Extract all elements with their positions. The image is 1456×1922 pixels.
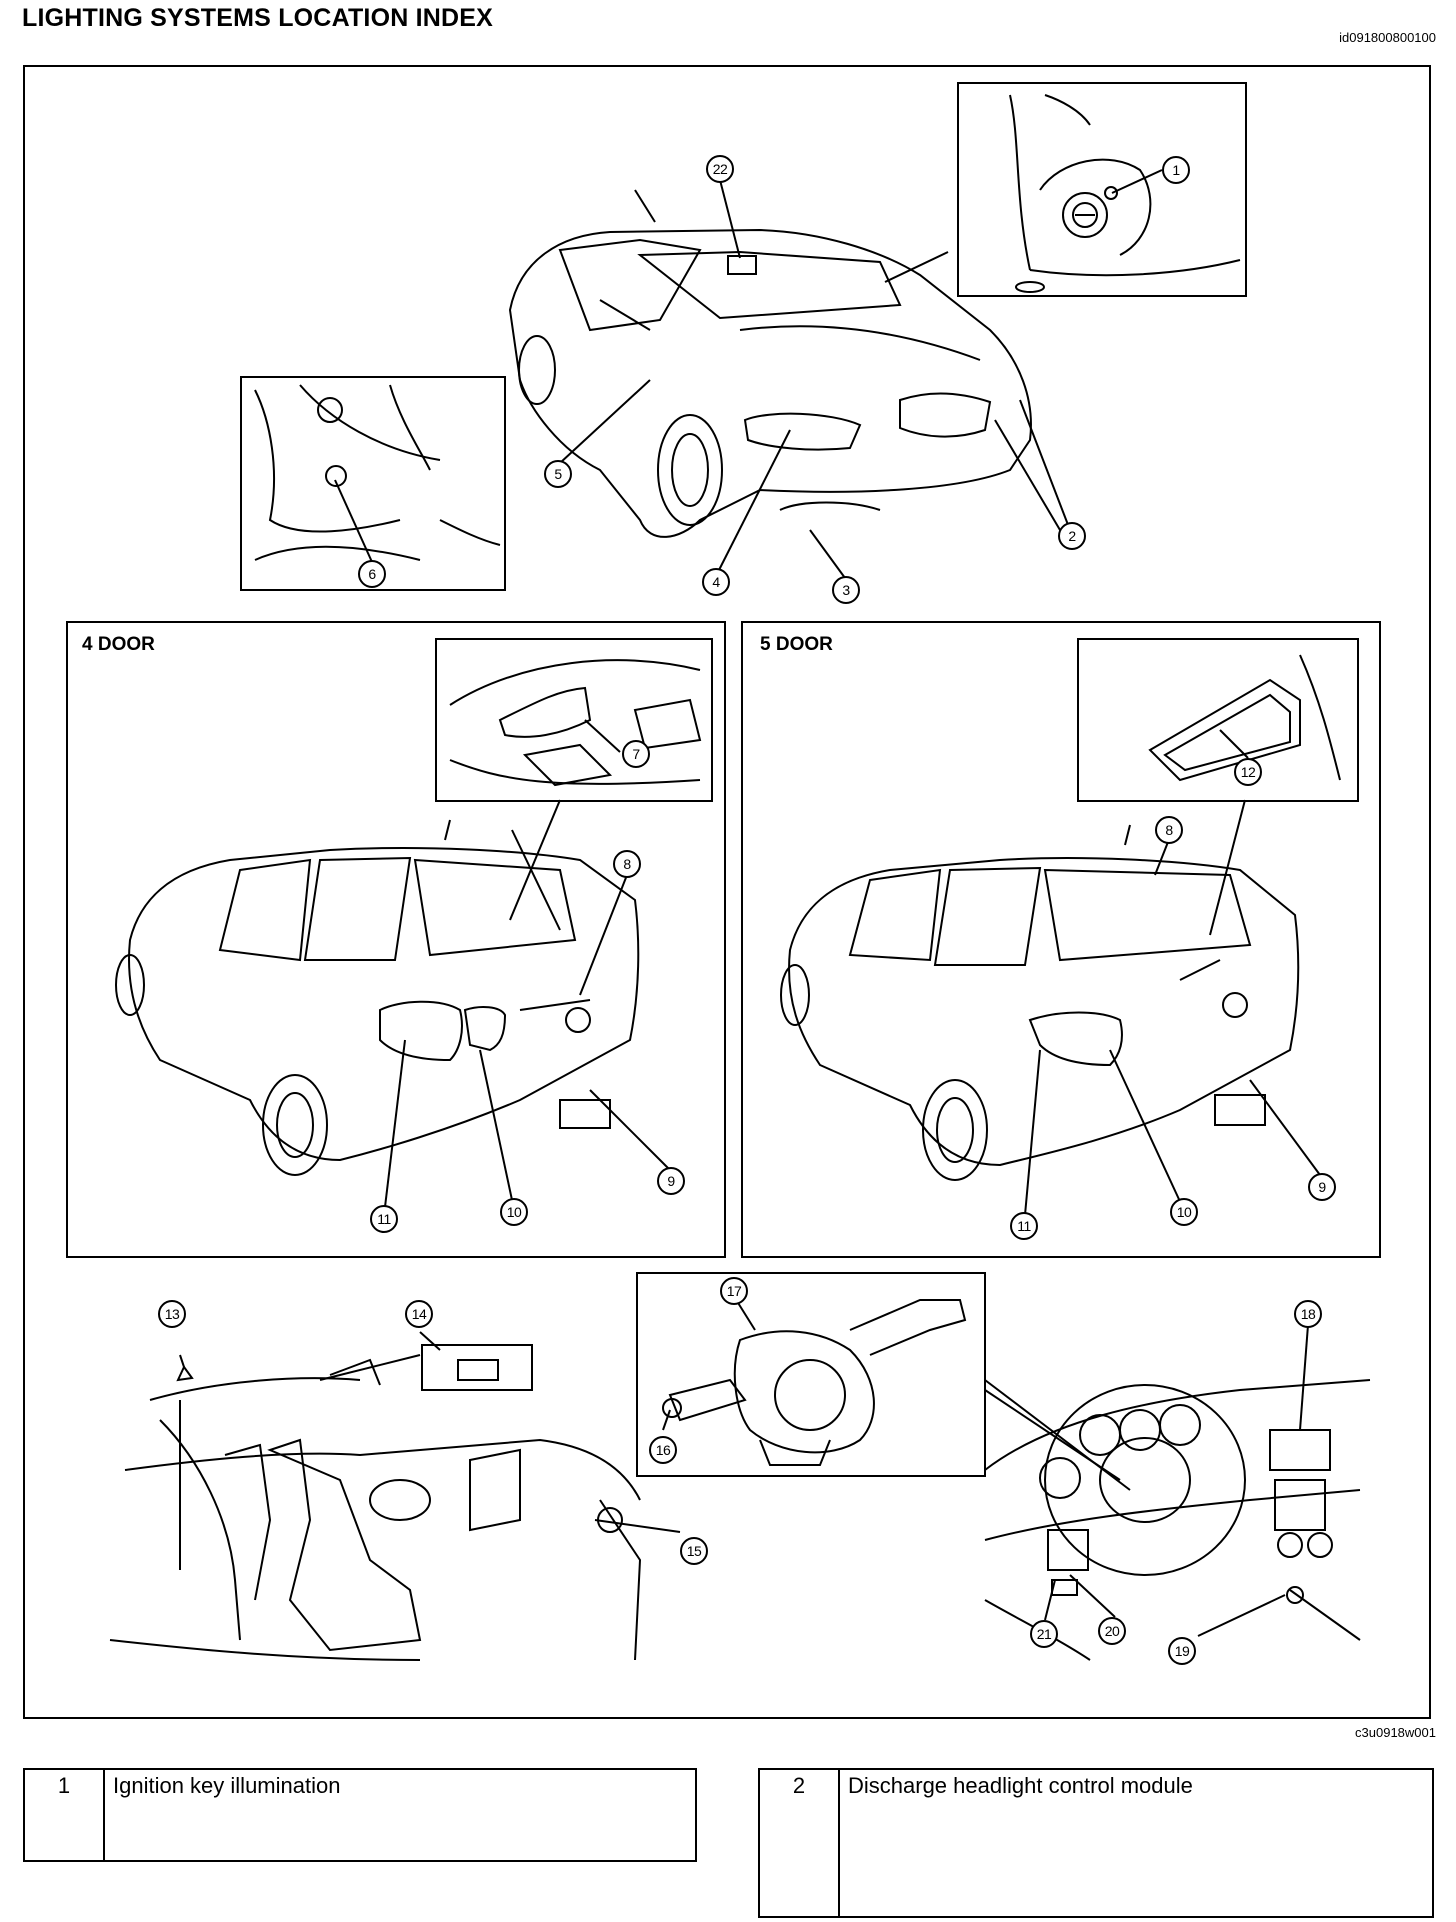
sedan-light-inset-art <box>449 659 702 787</box>
front-car-illustration <box>508 189 1032 538</box>
page-title: LIGHTING SYSTEMS LOCATION INDEX <box>22 4 494 32</box>
document-id: id091800800100 <box>1339 30 1436 45</box>
callout-12: 12 <box>1234 758 1262 786</box>
callout-2: 2 <box>1058 522 1086 550</box>
legend-number: 1 <box>23 1768 105 1862</box>
callout-15: 15 <box>680 1537 708 1565</box>
inset-combination-switch <box>636 1272 986 1477</box>
panel-4-door-title: 4 DOOR <box>82 634 155 655</box>
legend-number: 2 <box>758 1768 840 1918</box>
callout-19: 19 <box>1168 1637 1196 1665</box>
callout-10-5door: 10 <box>1170 1198 1198 1226</box>
legend-table-2: 2 Discharge headlight control module <box>758 1768 1434 1918</box>
interior-right-illustration <box>984 1379 1371 1661</box>
callout-18: 18 <box>1294 1300 1322 1328</box>
callout-leader-lines <box>179 169 1321 1637</box>
inset-5-door-light <box>1077 638 1359 802</box>
combination-switch-art <box>662 1299 967 1466</box>
callout-9: 9 <box>657 1167 685 1195</box>
callout-22: 22 <box>706 155 734 183</box>
hatchback-light-inset-art <box>1148 654 1341 782</box>
inset-4-door-light <box>435 638 713 802</box>
callout-6: 6 <box>358 560 386 588</box>
callout-16: 16 <box>649 1436 677 1464</box>
legend-table-1: 1 Ignition key illumination <box>23 1768 697 1862</box>
interior-left-illustration <box>109 1344 642 1661</box>
headlight-module-art <box>254 384 501 561</box>
legend-description: Discharge headlight control module <box>838 1768 1434 1918</box>
callout-4: 4 <box>702 568 730 596</box>
callout-13: 13 <box>158 1300 186 1328</box>
legend-row: 1 Ignition key illumination <box>23 1768 697 1862</box>
hatchback-rear-illustration <box>780 799 1300 1181</box>
callout-20: 20 <box>1098 1617 1126 1645</box>
panel-5-door-title: 5 DOOR <box>760 634 833 655</box>
inset-headlight-module <box>240 376 506 591</box>
callout-10: 10 <box>500 1198 528 1226</box>
sedan-rear-illustration <box>115 799 640 1176</box>
callout-7: 7 <box>622 740 650 768</box>
callout-1: 1 <box>1162 156 1190 184</box>
callout-5: 5 <box>544 460 572 488</box>
callout-21: 21 <box>1030 1620 1058 1648</box>
callout-8-5door: 8 <box>1155 816 1183 844</box>
figure-id: c3u0918w001 <box>1355 1725 1436 1740</box>
callout-9-5door: 9 <box>1308 1173 1336 1201</box>
callout-8: 8 <box>613 850 641 878</box>
callout-17: 17 <box>720 1277 748 1305</box>
figure-frame <box>23 65 1431 1719</box>
callout-3: 3 <box>832 576 860 604</box>
callout-14: 14 <box>405 1300 433 1328</box>
ignition-key-art <box>1009 94 1241 293</box>
callout-11: 11 <box>370 1205 398 1233</box>
legend-row: 2 Discharge headlight control module <box>758 1768 1434 1918</box>
callout-11-5door: 11 <box>1010 1212 1038 1240</box>
legend-description: Ignition key illumination <box>103 1768 697 1862</box>
inset-ignition-key <box>957 82 1247 297</box>
